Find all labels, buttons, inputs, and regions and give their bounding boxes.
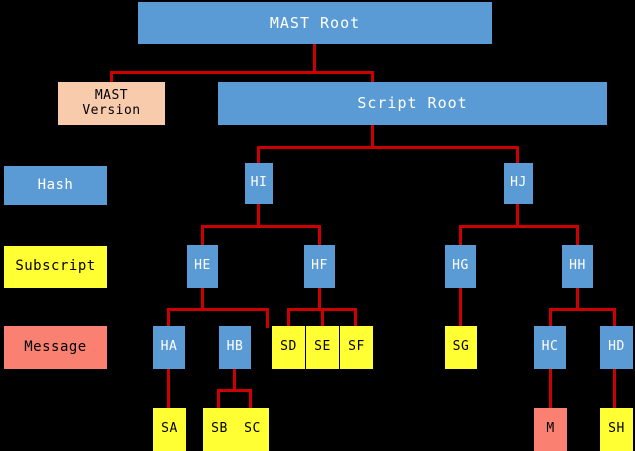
node-he[interactable]: HE — [187, 245, 218, 288]
node-ha[interactable]: HA — [153, 326, 185, 369]
edge-to-mast-version — [110, 71, 113, 85]
edge-to-hc — [549, 308, 552, 328]
edge-to-sd — [287, 308, 290, 328]
edge-to-hf — [318, 225, 321, 247]
edge-he-bus — [167, 308, 269, 311]
node-hg[interactable]: HG — [445, 245, 476, 288]
node-sg[interactable]: SG — [445, 326, 477, 369]
node-mast-root[interactable]: MAST Root — [138, 2, 492, 44]
node-mast-version[interactable]: MAST Version — [58, 82, 165, 125]
edge-to-he — [201, 225, 204, 247]
node-hb[interactable]: HB — [219, 326, 251, 369]
edge-hf-stem — [318, 287, 321, 311]
edge-to-se — [321, 308, 324, 328]
node-sa[interactable]: SA — [153, 408, 186, 451]
edge-ha-to-sa — [167, 369, 170, 410]
edge-to-sf — [354, 308, 357, 328]
edge-to-sb — [217, 389, 220, 409]
edge-hj-bus — [459, 225, 579, 228]
node-sf[interactable]: SF — [340, 326, 373, 369]
edge-to-sc — [249, 389, 252, 409]
edge-to-hg — [459, 225, 462, 247]
edge-to-hd — [613, 308, 616, 328]
legend-item-subscript: Subscript — [4, 246, 107, 288]
edge-hb-bus — [217, 389, 252, 392]
edge-mast-root-bus — [110, 71, 374, 74]
node-sb[interactable]: SB — [203, 408, 236, 451]
edge-hg-to-sg — [459, 287, 462, 328]
edge-script-root-bus — [257, 146, 519, 149]
edge-to-hb — [266, 308, 269, 328]
legend-item-hash: Hash — [4, 166, 107, 205]
edge-hj-stem — [516, 203, 519, 227]
edge-script-root-stem — [371, 125, 374, 149]
node-se[interactable]: SE — [306, 326, 339, 369]
node-sc[interactable]: SC — [236, 408, 269, 451]
node-hi[interactable]: HI — [245, 163, 273, 204]
node-hd[interactable]: HD — [600, 326, 633, 369]
edge-hc-to-m — [549, 369, 552, 410]
edge-to-script-root — [371, 71, 374, 85]
edge-to-hi — [257, 146, 260, 167]
edge-hi-stem — [257, 203, 260, 227]
edge-hb-stem — [233, 369, 236, 391]
edge-hi-bus — [201, 225, 321, 228]
node-m[interactable]: M — [534, 408, 567, 451]
node-sd[interactable]: SD — [272, 326, 305, 369]
edge-to-hh — [576, 225, 579, 247]
edge-to-ha — [167, 308, 170, 328]
node-hc[interactable]: HC — [534, 326, 566, 369]
node-script-root[interactable]: Script Root — [218, 82, 607, 125]
node-hj[interactable]: HJ — [504, 163, 533, 204]
edge-hh-bus — [549, 308, 616, 311]
node-sh[interactable]: SH — [600, 408, 633, 451]
legend-item-message: Message — [4, 326, 107, 369]
node-hf[interactable]: HF — [304, 245, 335, 288]
node-hh[interactable]: HH — [562, 245, 593, 288]
edge-hh-stem — [576, 287, 579, 311]
edge-to-hj — [516, 146, 519, 167]
edge-he-stem — [201, 287, 204, 311]
edge-hd-to-sh — [613, 369, 616, 410]
edge-mast-root-stem — [313, 43, 316, 73]
